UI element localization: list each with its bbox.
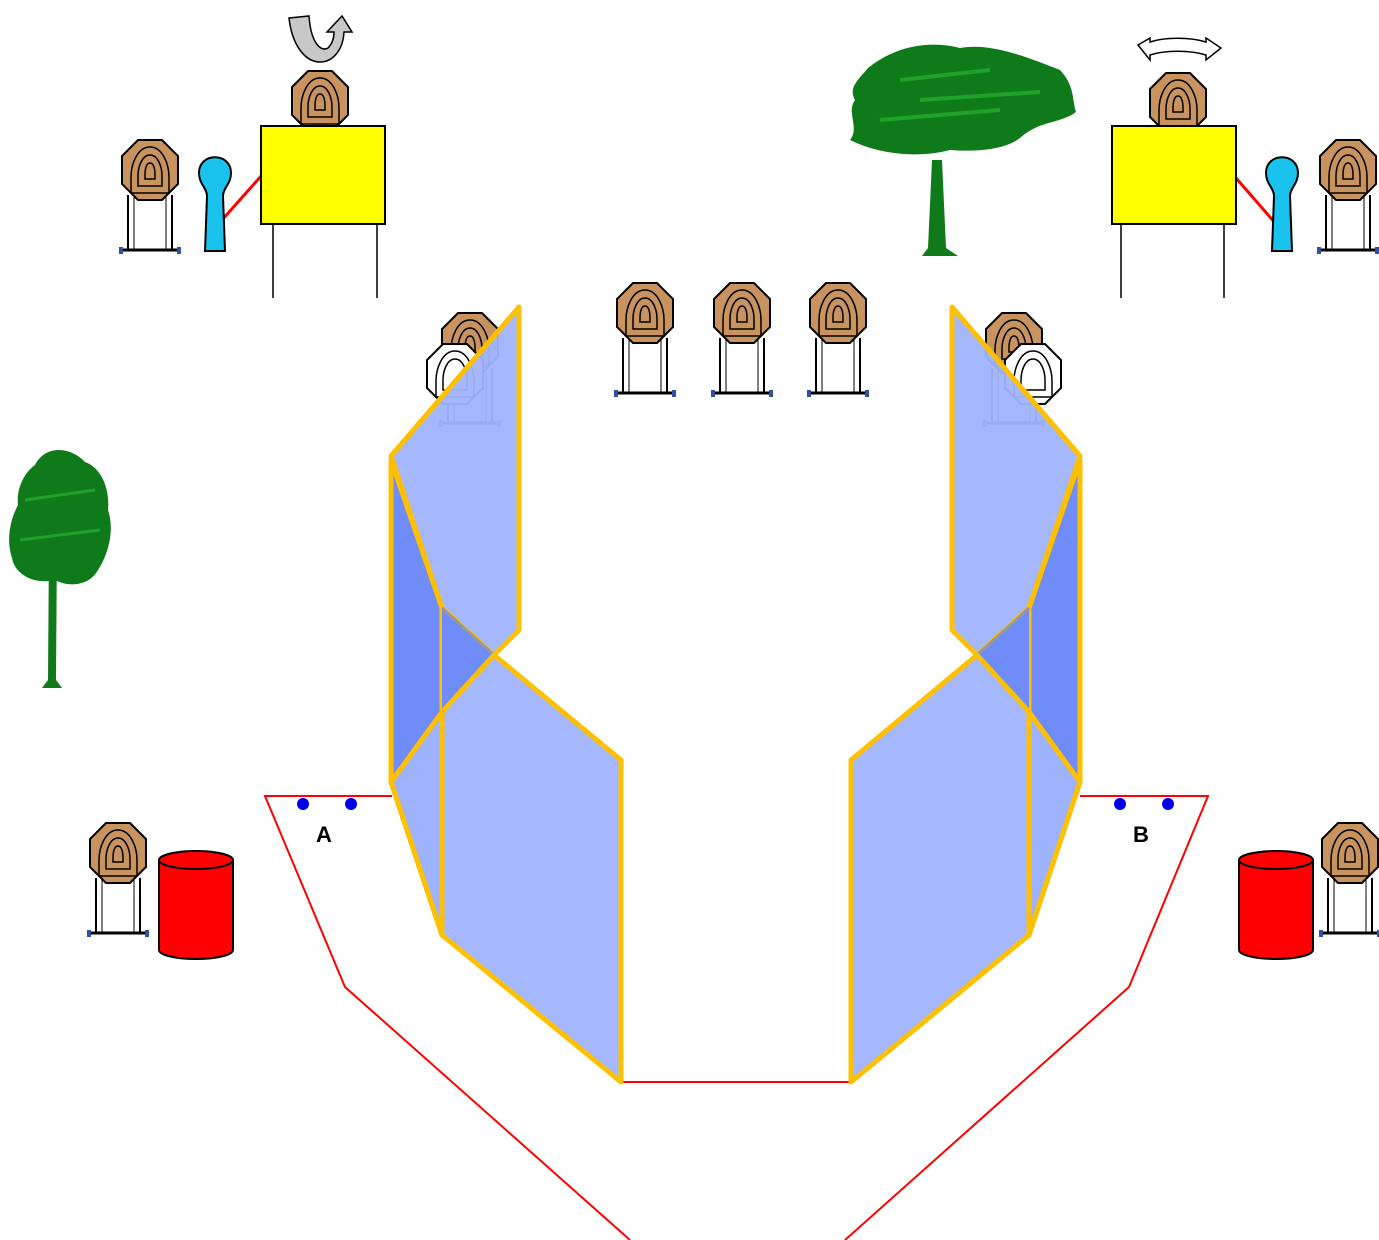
start-marker bbox=[1162, 798, 1174, 810]
right-wall bbox=[848, 304, 1083, 1085]
position-label-b: B bbox=[1133, 822, 1149, 847]
steel-target bbox=[612, 281, 678, 399]
steel-target bbox=[1317, 821, 1379, 939]
steel-target bbox=[117, 138, 183, 256]
position-label-a: A bbox=[316, 822, 332, 847]
activator-cable bbox=[1234, 177, 1278, 225]
popper-icon bbox=[1265, 156, 1299, 252]
rotate-arrow-icon bbox=[288, 14, 354, 63]
fault-line bbox=[263, 795, 1210, 1240]
steel-target bbox=[1315, 138, 1379, 256]
left-wall bbox=[388, 304, 624, 1085]
popper-icon bbox=[198, 156, 232, 252]
activator-cable bbox=[220, 174, 264, 221]
steel-target bbox=[85, 821, 151, 939]
barrel-icon bbox=[1238, 850, 1314, 960]
start-marker bbox=[345, 798, 357, 810]
tree-icon bbox=[9, 449, 111, 688]
start-marker bbox=[1114, 798, 1126, 810]
barrel-icon bbox=[158, 850, 234, 960]
steel-target bbox=[709, 281, 775, 399]
swing-arrow-icon bbox=[1136, 36, 1223, 63]
steel-target bbox=[805, 281, 871, 399]
mover-panel bbox=[1111, 125, 1237, 298]
mover-panel bbox=[260, 125, 386, 298]
start-marker bbox=[297, 798, 309, 810]
tree-icon bbox=[850, 44, 1076, 256]
